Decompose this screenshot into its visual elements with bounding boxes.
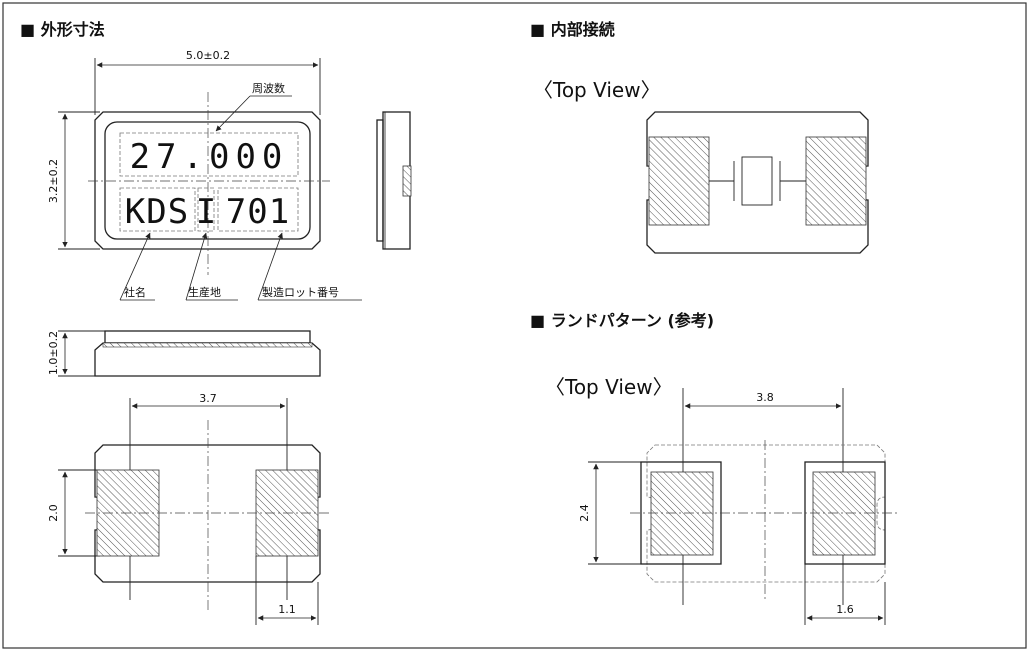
internal-pad-left — [648, 136, 710, 226]
top-view-label-2: 〈Top View〉 — [545, 375, 673, 399]
package-lid — [104, 121, 311, 240]
lot-marking-box — [217, 187, 299, 232]
top-view-label-1: 〈Top View〉 — [533, 78, 661, 102]
land-pitch-dimension: 3.8 — [756, 391, 774, 404]
package-front-view: 1.0±0.2 — [47, 330, 321, 377]
callout-origin: 生産地 — [188, 285, 221, 299]
width-dimension: 3.2±0.2 — [47, 159, 60, 203]
internal-pad-right — [805, 136, 867, 226]
company-marking-box — [119, 187, 196, 232]
land-height-dimension: 2.4 — [578, 504, 591, 522]
package-bottom-view: 3.7 2.0 1.1 — [47, 392, 330, 625]
pad-pitch-dimension: 3.7 — [199, 392, 217, 405]
origin-marking: I — [196, 192, 216, 232]
side-terminal — [402, 165, 412, 197]
package-side-view — [376, 111, 412, 250]
package-outline — [94, 111, 321, 250]
callout-lot: 製造ロット番号 — [262, 285, 339, 299]
origin-marking-box — [197, 187, 215, 232]
callout-company: 社名 — [124, 285, 146, 299]
section-title-land: ■ ランドパターン (参考) — [530, 311, 714, 330]
section-title-internal: ■ 内部接続 — [530, 20, 615, 39]
internal-connection-diagram: 〈Top View〉 — [533, 78, 869, 254]
company-marking: KDS — [125, 192, 189, 232]
frequency-marking-box — [119, 132, 299, 177]
package-top-view: 5.0±0.2 3.2±0.2 27.000 KDS I 701 周波数 社名 … — [47, 49, 362, 301]
land-width-dimension: 1.6 — [836, 603, 854, 616]
section-title-outline: ■ 外形寸法 — [20, 20, 105, 39]
pad-width-dimension: 1.1 — [278, 603, 296, 616]
frequency-marking: 27.000 — [130, 137, 289, 177]
callout-frequency: 周波数 — [252, 82, 285, 95]
land-pattern-diagram: 〈Top View〉 3.8 2.4 1.6 — [545, 375, 900, 625]
height-dimension: 1.0±0.2 — [47, 331, 60, 375]
crystal-symbol — [741, 156, 773, 206]
lot-marking: 701 — [226, 192, 290, 232]
length-dimension: 5.0±0.2 — [186, 49, 230, 62]
pad-height-dimension: 2.0 — [47, 504, 60, 522]
